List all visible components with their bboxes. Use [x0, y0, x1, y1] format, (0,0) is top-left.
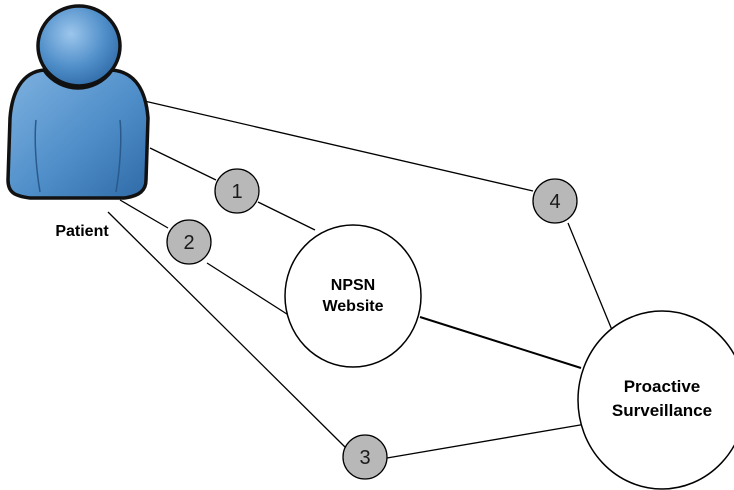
step-1-circle[interactable] — [214, 168, 260, 214]
step-1-marker[interactable]: 1 — [214, 168, 260, 214]
npsn-website-node[interactable]: NPSN Website — [284, 224, 422, 368]
line-step1-to-npsn — [257, 201, 316, 231]
step-4-circle[interactable] — [532, 178, 578, 224]
step-4-marker[interactable]: 4 — [532, 178, 578, 224]
step-3-circle[interactable] — [342, 434, 388, 480]
line-patient-to-step2 — [119, 199, 169, 229]
person-icon — [6, 4, 150, 200]
line-step4-to-surveillance — [567, 222, 613, 331]
line-npsn-to-surveillance — [419, 316, 582, 369]
line-patient-to-step3 — [107, 211, 346, 448]
step-3-label: 3 — [359, 447, 370, 469]
line-patient-to-step1 — [149, 147, 217, 181]
npsn-website-circle[interactable] — [284, 224, 422, 368]
person-arm-crease-right — [115, 119, 122, 193]
connectors — [107, 99, 613, 459]
step-1-label: 1 — [231, 181, 242, 203]
proactive-surveillance-circle[interactable] — [577, 310, 734, 490]
npsn-website-label-line2: Website — [322, 298, 383, 315]
step-4-label: 4 — [549, 191, 560, 213]
npsn-website-label-line1: NPSN — [331, 277, 375, 294]
person-body — [6, 68, 150, 200]
proactive-surveillance-label-line1: Proactive — [624, 377, 701, 396]
person-head — [36, 4, 122, 88]
line-step3-to-surveillance — [386, 423, 587, 459]
step-2-circle[interactable] — [166, 219, 212, 265]
proactive-surveillance-label-line2: Surveillance — [612, 401, 712, 420]
line-patient-to-step4 — [139, 99, 534, 192]
proactive-surveillance-node[interactable]: Proactive Surveillance — [577, 310, 734, 490]
person-arm-crease-left — [34, 119, 41, 193]
patient-label: Patient — [55, 223, 109, 240]
step-2-marker[interactable]: 2 — [166, 219, 212, 265]
line-step2-to-npsn — [206, 262, 291, 317]
step-3-marker[interactable]: 3 — [342, 434, 388, 480]
step-2-label: 2 — [183, 232, 194, 254]
